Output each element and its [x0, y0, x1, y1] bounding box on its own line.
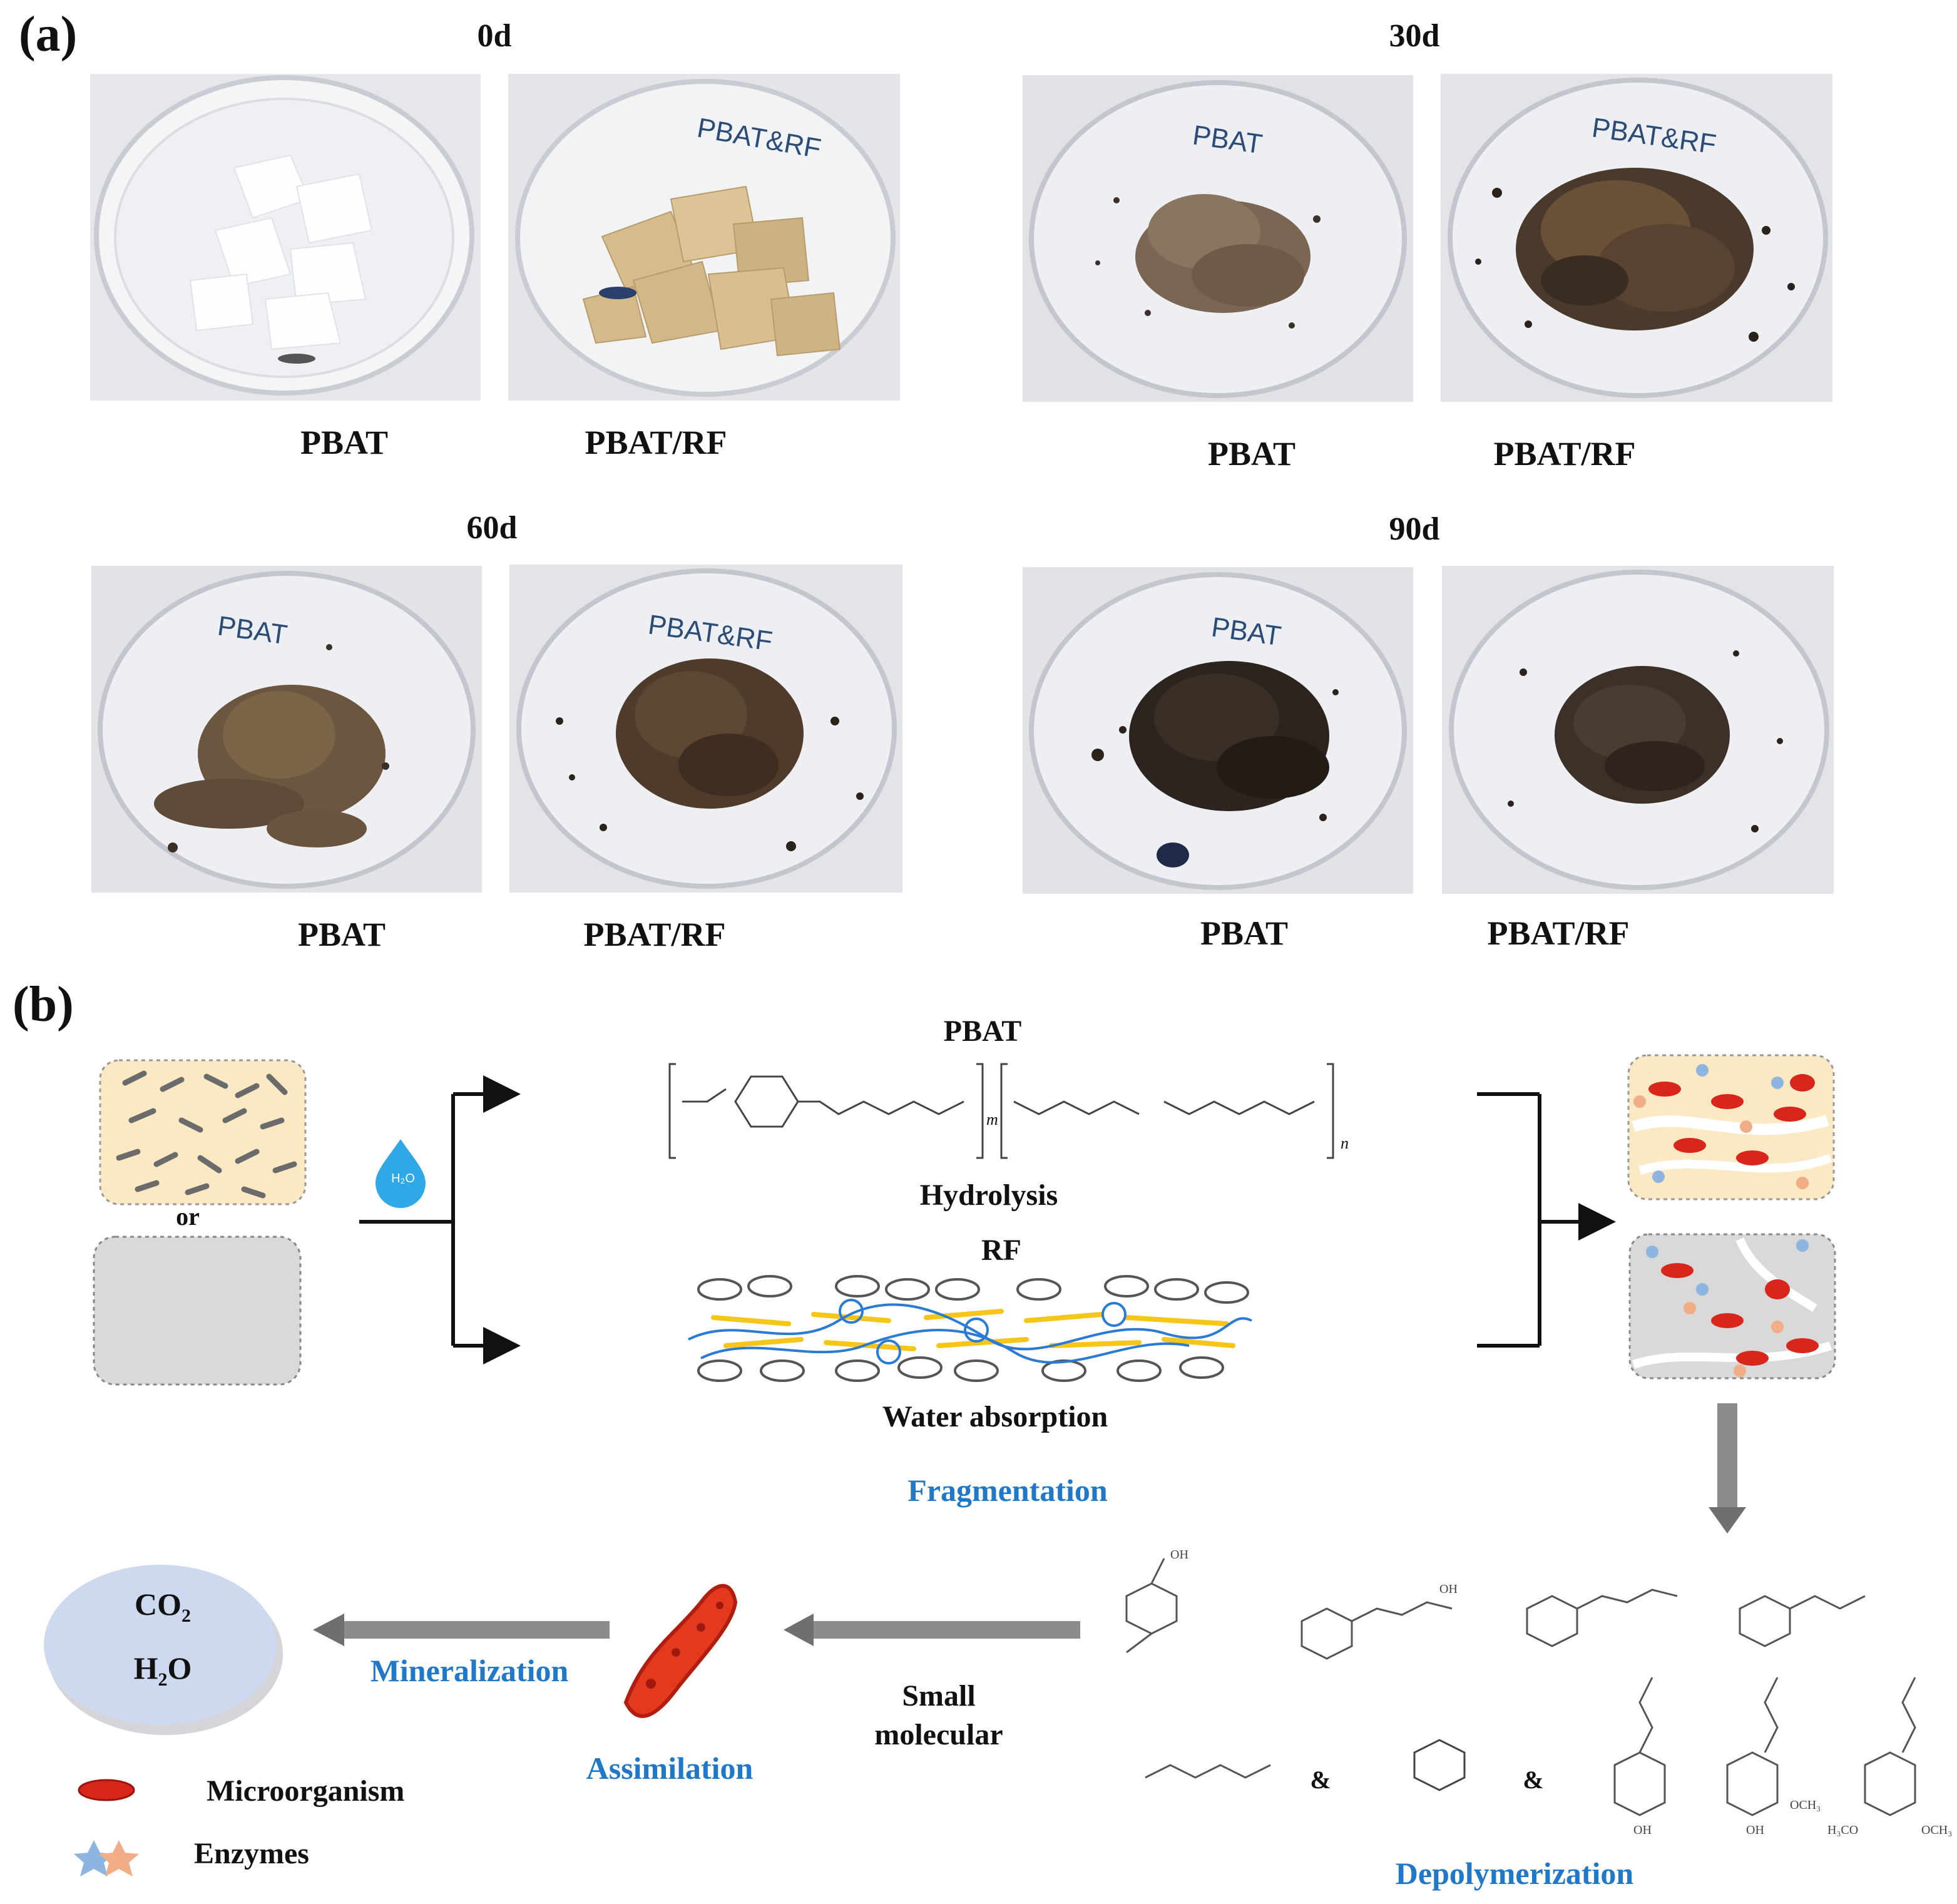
- water-drop-icon: [376, 1139, 426, 1208]
- co2-sub: 2: [181, 1605, 191, 1626]
- arrow-to-assimilation: [784, 1614, 1080, 1646]
- label-pbat-60d: PBAT: [297, 916, 386, 953]
- small-molecular-line1: Small: [902, 1679, 976, 1712]
- day-label-60d: 60d: [466, 510, 518, 546]
- panel-a-letter: (a): [19, 7, 78, 62]
- ampersand-1: &: [1310, 1766, 1331, 1794]
- rf-title: RF: [981, 1234, 1021, 1267]
- co2-h2o-circle: [44, 1565, 283, 1735]
- legend-enzymes-icon: [74, 1840, 139, 1876]
- photo-pbat-0d: [90, 74, 481, 401]
- photo-pbat-90d: PBAT: [1023, 567, 1413, 894]
- label-pbat-30d: PBAT: [1207, 435, 1295, 473]
- chem-label-oh-1: OH: [1170, 1548, 1188, 1562]
- depolymerization-label: Depolymerization: [1395, 1856, 1634, 1891]
- chem-label-och3-2: OCH₃: [1921, 1823, 1952, 1837]
- small-molecules: [1125, 1558, 1916, 1816]
- fragmentation-label: Fragmentation: [907, 1473, 1108, 1508]
- photo-pbat-rf-0d: PBAT&RF: [508, 74, 900, 401]
- co2-main: CO: [135, 1587, 181, 1622]
- chem-label-oh-2: OH: [1439, 1582, 1458, 1596]
- chem-label-oh-3: OH: [1633, 1823, 1652, 1837]
- h2o-sub: 2: [158, 1669, 168, 1690]
- assimilation-label: Assimilation: [586, 1751, 754, 1786]
- chem-label-och3-1: OCH₃: [1790, 1798, 1821, 1812]
- legend-microorganism-icon: [78, 1779, 135, 1801]
- arrow-to-mineralization: [313, 1614, 610, 1646]
- photo-pbat-rf-90d: [1442, 566, 1834, 894]
- h2o-text: H2O: [100, 1650, 225, 1691]
- right-bracket: [1477, 1092, 1616, 1348]
- photo-pbat-30d: PBAT: [1023, 75, 1413, 402]
- chem-oh-labels: OH OH OH OH OCH₃ H₃CO OCH₃: [1170, 1548, 1952, 1837]
- legend-microorganism-label: Microorganism: [207, 1774, 405, 1808]
- photo-pbat-rf-60d: PBAT&RF: [509, 565, 902, 893]
- down-arrow: [1709, 1403, 1746, 1533]
- hydrolysis-label: Hydrolysis: [919, 1179, 1058, 1212]
- label-pbat-0d: PBAT: [300, 424, 388, 461]
- co2-text: CO2: [100, 1586, 225, 1627]
- rf-degraded-card: [1628, 1233, 1836, 1379]
- or-label: or: [176, 1202, 200, 1231]
- day-label-30d: 30d: [1389, 18, 1440, 54]
- rf-structure: [688, 1275, 1252, 1382]
- ampersand-2: &: [1523, 1766, 1544, 1794]
- rf-card: [93, 1236, 302, 1386]
- pbat-card-fibers: [116, 1070, 297, 1199]
- pbat-title: PBAT: [943, 1015, 1022, 1048]
- legend-enzymes-label: Enzymes: [194, 1837, 309, 1870]
- panel-b-letter: (b): [13, 977, 74, 1032]
- day-label-90d: 90d: [1389, 511, 1440, 547]
- photo-pbat-60d: PBAT: [91, 566, 482, 893]
- label-pbat-90d: PBAT: [1200, 914, 1288, 952]
- chem-label-h3co: H₃CO: [1827, 1823, 1858, 1837]
- label-pbat-rf-90d: PBAT/RF: [1487, 914, 1630, 952]
- water-drop-label: H₂O: [391, 1172, 415, 1185]
- microbe-icon: [623, 1584, 738, 1718]
- left-bracket: [359, 1075, 521, 1364]
- label-pbat-rf-60d: PBAT/RF: [583, 916, 726, 953]
- label-pbat-rf-30d: PBAT/RF: [1493, 435, 1636, 473]
- h2o-tail: O: [167, 1651, 192, 1686]
- pbat-subscript-n: n: [1341, 1134, 1349, 1152]
- small-molecular-line2: molecular: [874, 1718, 1003, 1751]
- pbat-card: [99, 1059, 307, 1205]
- water-absorption-label: Water absorption: [882, 1400, 1108, 1433]
- photo-pbat-rf-30d: PBAT&RF: [1441, 74, 1832, 402]
- pbat-subscript-m: m: [986, 1110, 998, 1129]
- pbat-degraded-card: [1627, 1054, 1835, 1200]
- pbat-structure: [668, 1063, 1334, 1159]
- day-label-0d: 0d: [477, 18, 512, 54]
- h2o-main: H: [133, 1651, 158, 1686]
- label-pbat-rf-0d: PBAT/RF: [585, 424, 727, 461]
- chem-label-oh-4: OH: [1746, 1823, 1764, 1837]
- mineralization-label: Mineralization: [370, 1653, 569, 1688]
